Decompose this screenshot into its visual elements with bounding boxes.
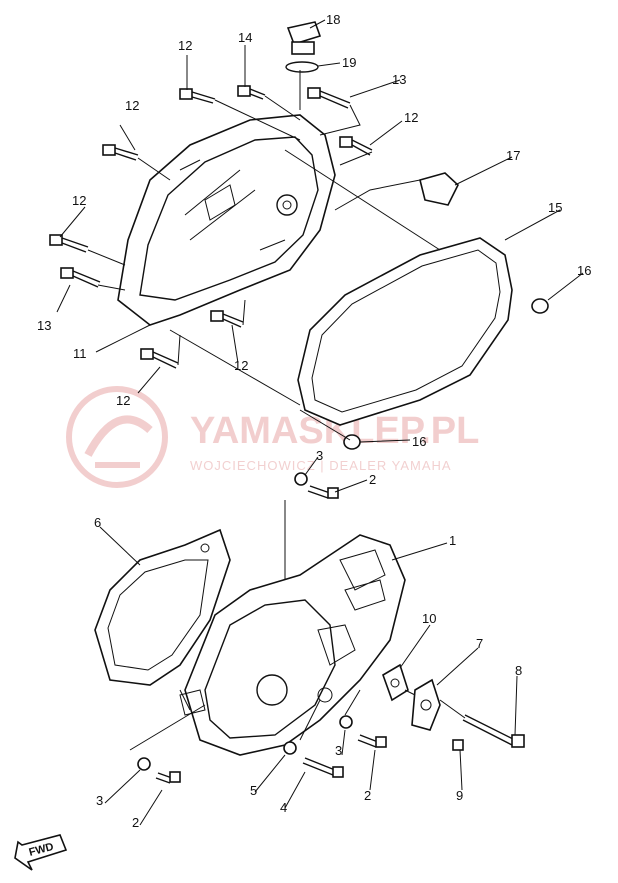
dowel-pin-16-lower: [343, 434, 361, 450]
screw-part-9: [452, 739, 464, 751]
gasket-part-15: [297, 237, 513, 426]
fwd-arrow-icon: FWD: [14, 834, 68, 871]
callout-3: 3: [96, 793, 103, 808]
callout-2: 2: [364, 788, 371, 803]
callout-10: 10: [422, 611, 436, 626]
callout-8: 8: [515, 663, 522, 678]
callout-numbers: 12 14 18 19 13 12 12 17 15 12 16 13 11 1…: [37, 12, 591, 830]
bolt-12-center: [210, 310, 244, 328]
callout-12: 12: [116, 393, 130, 408]
watermark-logo-icon: [66, 386, 168, 488]
bolt-12-left: [49, 234, 89, 253]
crankcase-cover-part-11: [117, 114, 336, 326]
bolt-13-top: [307, 87, 351, 109]
callout-4: 4: [280, 800, 287, 815]
callout-13: 13: [37, 318, 51, 333]
filler-plug-part-18: [286, 21, 322, 55]
bolt-4: [302, 757, 344, 778]
washer-5: [283, 741, 297, 755]
bolt-2-right: [357, 734, 387, 748]
washer-3-left: [137, 757, 151, 771]
callout-12: 12: [404, 110, 418, 125]
crankcase-cover-part-1: [179, 534, 406, 756]
callout-15: 15: [548, 200, 562, 215]
callout-3: 3: [335, 743, 342, 758]
callout-18: 18: [326, 12, 340, 27]
callout-16: 16: [577, 263, 591, 278]
washer-3-right: [339, 715, 353, 729]
bracket-part-7: [411, 678, 441, 731]
callout-17: 17: [506, 148, 520, 163]
bolt-12-left-upper: [102, 144, 139, 161]
callout-2: 2: [132, 815, 139, 830]
callout-12: 12: [72, 193, 86, 208]
callout-16: 16: [412, 434, 426, 449]
seal-part-10: [382, 663, 409, 702]
bolt-13-left: [60, 267, 101, 288]
callout-12: 12: [125, 98, 139, 113]
bolt-14: [237, 85, 266, 100]
gasket-part-6: [94, 528, 231, 686]
bolt-12-bottom: [140, 348, 179, 369]
bolt-12-top: [179, 88, 216, 104]
leader-lines: [56, 19, 584, 826]
callout-13: 13: [392, 72, 406, 87]
dowel-pin-16-right: [531, 298, 549, 314]
bolt-part-8: [462, 714, 525, 748]
callout-19: 19: [342, 55, 356, 70]
bolt-12-right: [339, 136, 373, 156]
alignment-lines: [87, 70, 441, 610]
callout-12: 12: [178, 38, 192, 53]
o-ring-part-19: [285, 61, 319, 73]
callout-1: 1: [449, 533, 456, 548]
bolt-2-top: [307, 485, 339, 499]
bolt-2-left: [155, 771, 181, 784]
callout-9: 9: [456, 788, 463, 803]
callout-12: 12: [234, 358, 248, 373]
alignment-lines-lower: [129, 689, 466, 751]
callout-2: 2: [369, 472, 376, 487]
callout-6: 6: [94, 515, 101, 530]
part-17-cap: [419, 172, 459, 206]
callout-11: 11: [73, 346, 87, 361]
washer-3-top: [294, 472, 308, 486]
callout-3: 3: [316, 448, 323, 463]
watermark-tagline: WOJCIECHOWICZ | DEALER YAMAHA: [190, 458, 452, 473]
callout-7: 7: [476, 636, 483, 651]
callout-14: 14: [238, 30, 252, 45]
callout-5: 5: [250, 783, 257, 798]
